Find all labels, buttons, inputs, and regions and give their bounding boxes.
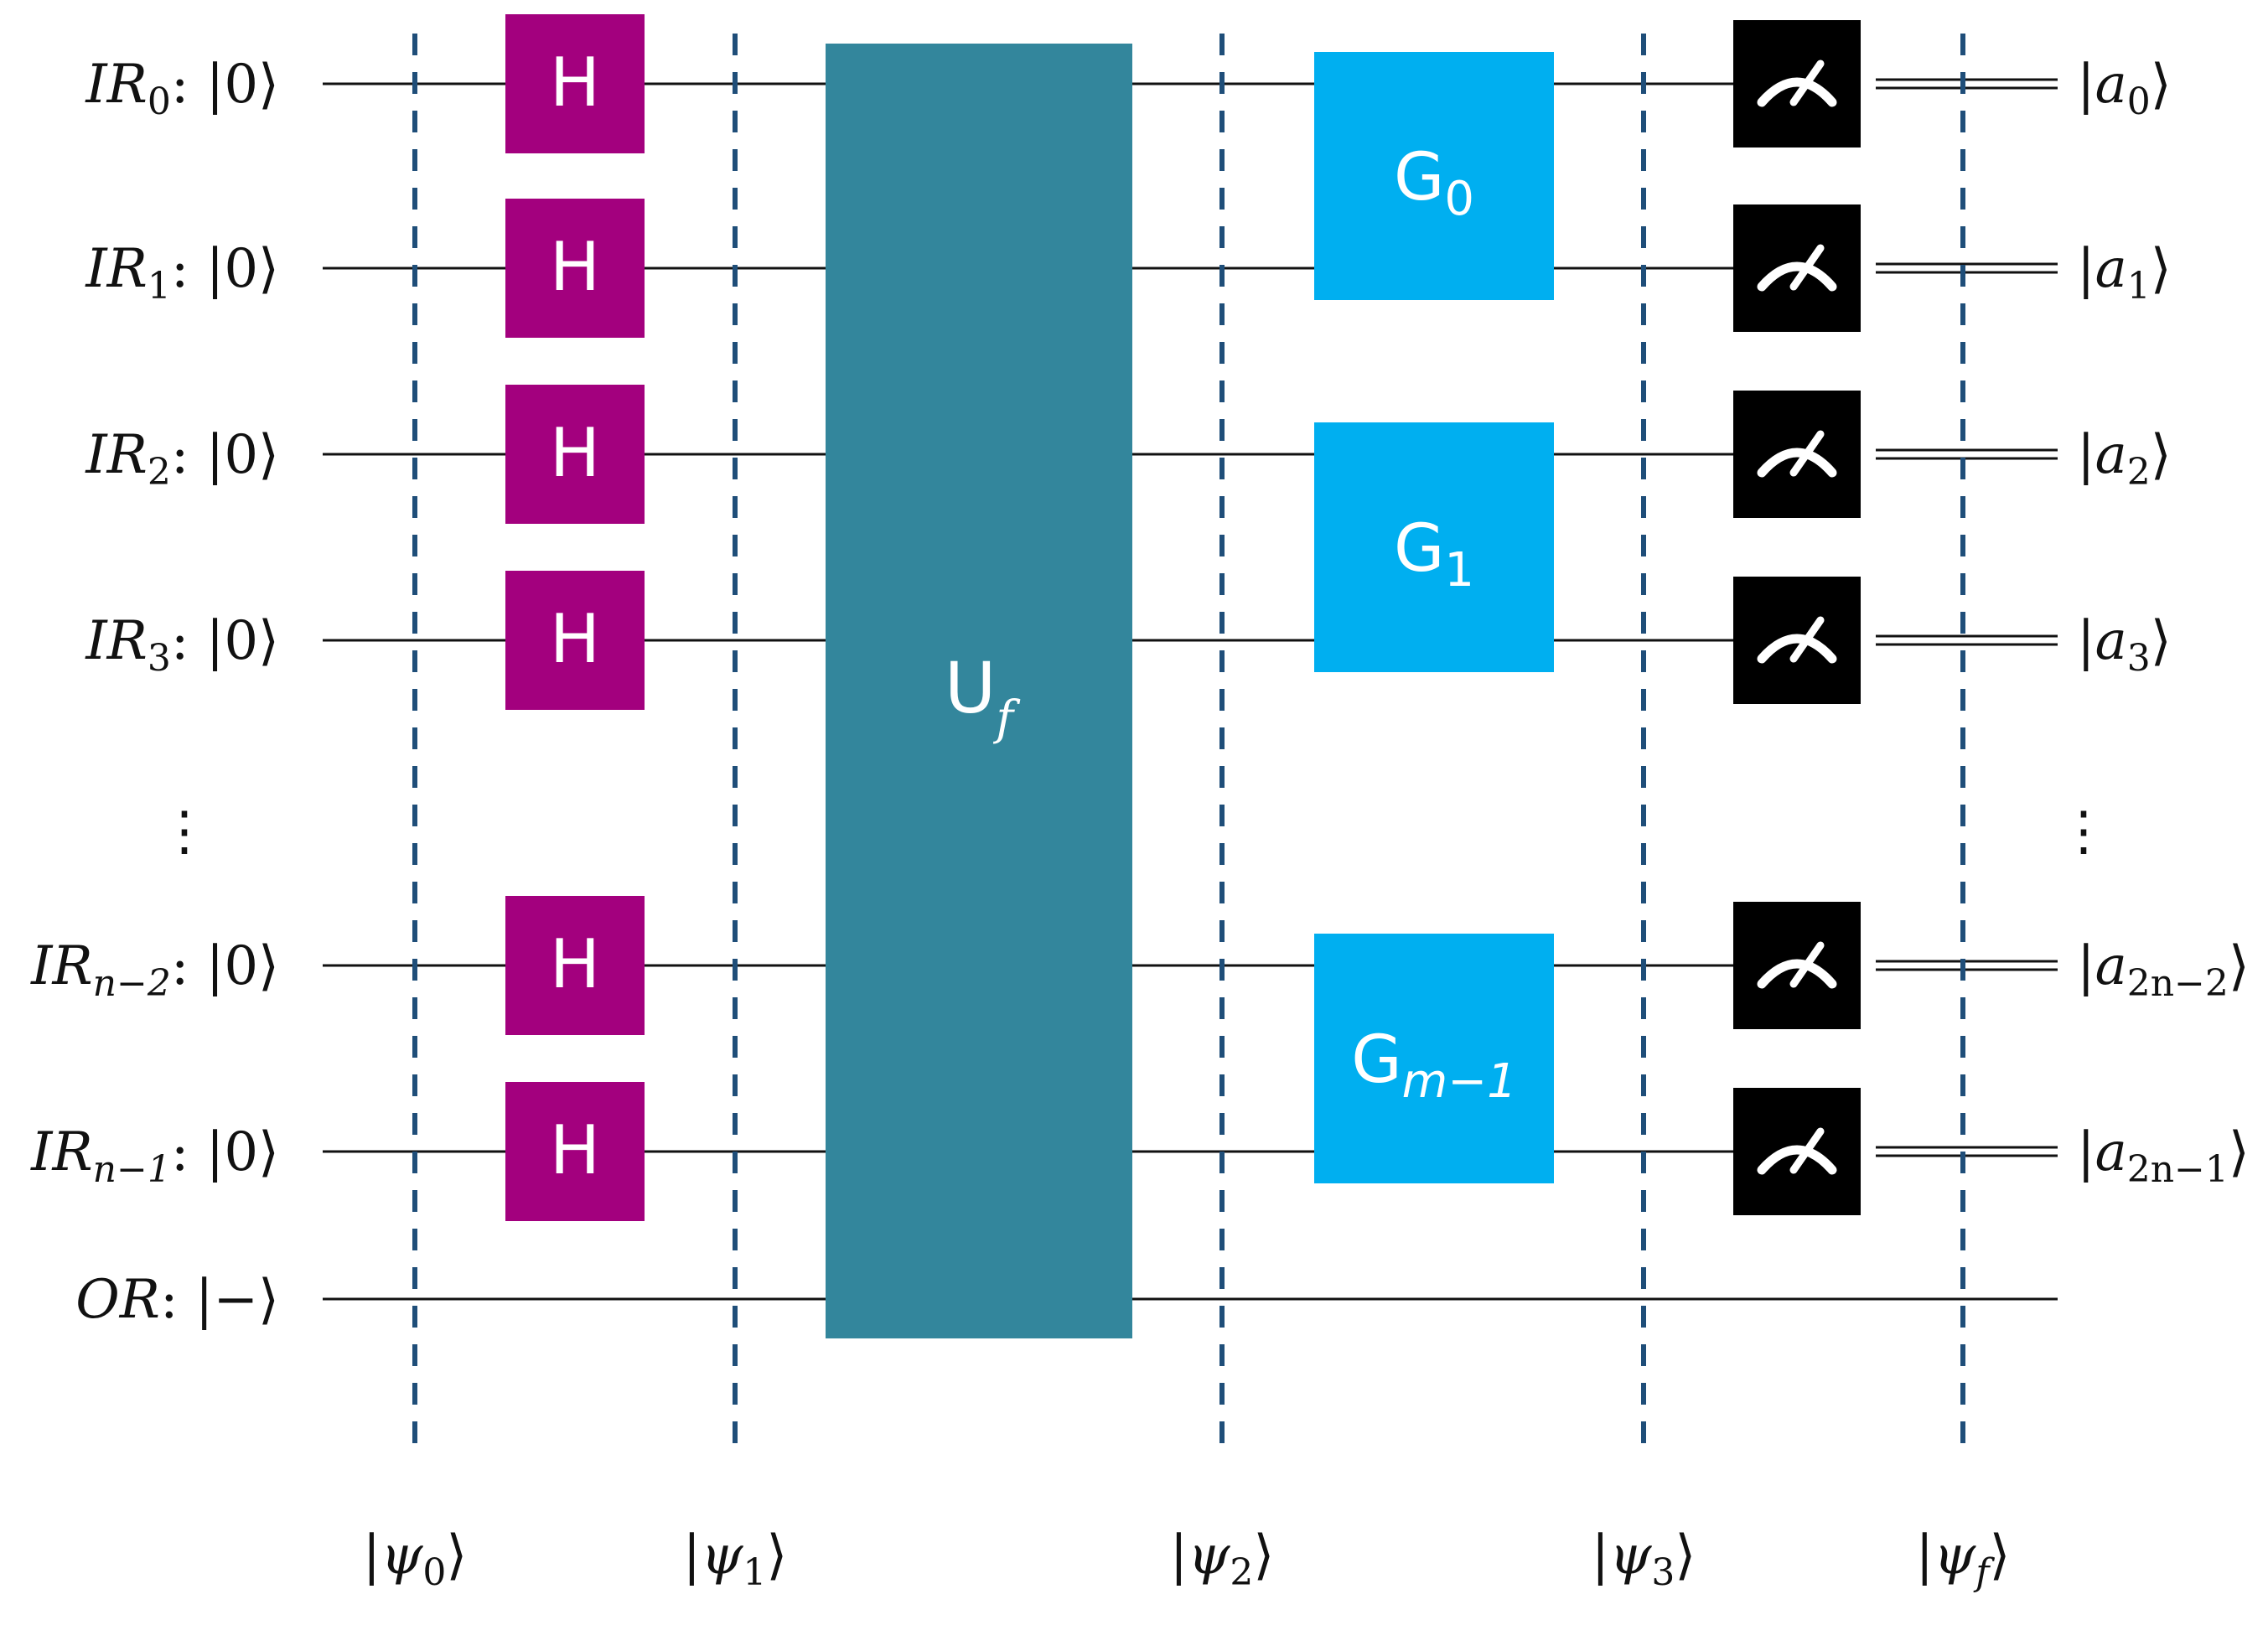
hadamard-gate-label: H: [550, 925, 600, 1003]
wire-input-label: IR3: |0⟩: [85, 610, 279, 680]
meter-icon: [1757, 1145, 1837, 1175]
measurement-gate: [1733, 20, 1861, 148]
barriers: [412, 34, 1965, 1443]
measurement-gate: [1733, 1088, 1861, 1215]
hadamard-gate-label: H: [550, 44, 600, 122]
hadamard-gate: [505, 199, 645, 338]
hadamard-gate: [505, 571, 645, 710]
barrier-state-label: |ψ2⟩: [1170, 1524, 1275, 1594]
meter-icon: [1757, 959, 1837, 989]
hadamard-gate-label: H: [550, 600, 600, 678]
measurement-gate: [1733, 577, 1861, 704]
measurement-gate: [1733, 391, 1861, 518]
meter-icon: [1757, 261, 1837, 292]
hadamard-gate: [505, 14, 645, 153]
meter-needle-icon: [1789, 244, 1825, 291]
oracle-gate: [826, 44, 1132, 1338]
grover-gate: [1314, 52, 1554, 300]
labels: IR0: |0⟩ IR1: |0⟩ IR2: |0⟩ IR3: |0⟩ IRn−2: |…: [30, 54, 2250, 1594]
hadamard-gate: [505, 1082, 645, 1221]
hadamard-gate-label: H: [550, 228, 600, 306]
barrier-state-label: |ψf⟩: [1915, 1524, 2010, 1594]
meter-icon: [1757, 448, 1837, 478]
meter-needle-icon: [1789, 941, 1825, 988]
output-ket-label: |a2n−1⟩: [2077, 1121, 2250, 1191]
output-ket-label: |a2n−2⟩: [2077, 935, 2250, 1005]
grover-gate-label: G1: [1394, 511, 1474, 598]
grover-gate-label: Gm−1: [1351, 1022, 1517, 1109]
output-ket-label: |a3⟩: [2077, 610, 2172, 680]
meter-needle-icon: [1789, 1127, 1825, 1174]
measurement-gate: [1733, 902, 1861, 1029]
grover-gate-label: G0: [1394, 140, 1474, 226]
wire-input-label: IR2: |0⟩: [85, 424, 279, 494]
output-ket-label: |a2⟩: [2077, 424, 2172, 494]
meter-icon: [1757, 77, 1837, 107]
hadamard-gate-label: H: [550, 414, 600, 492]
meter-needle-icon: [1789, 616, 1825, 663]
hadamard-gate: [505, 896, 645, 1035]
output-ket-label: |a1⟩: [2077, 238, 2172, 308]
wire-input-label: IR1: |0⟩: [85, 238, 279, 308]
output-ket-label: |a0⟩: [2077, 54, 2172, 123]
barrier-state-label: |ψ0⟩: [363, 1524, 468, 1594]
meter-needle-icon: [1789, 430, 1825, 477]
grover-gate: [1314, 934, 1554, 1183]
grover-gate: [1314, 422, 1554, 672]
vertical-ellipsis: ⋮: [2057, 800, 2110, 862]
meter-needle-icon: [1789, 60, 1825, 106]
wire-input-label: IRn−1: |0⟩: [30, 1121, 279, 1191]
wire-input-label: OR: |−⟩: [75, 1269, 279, 1331]
barrier-state-label: |ψ3⟩: [1592, 1524, 1696, 1594]
measurement-gate: [1733, 204, 1861, 332]
wire-input-label: IR0: |0⟩: [85, 54, 279, 123]
meter-icon: [1757, 634, 1837, 664]
hadamard-gate-label: H: [550, 1111, 600, 1189]
hadamard-gate: [505, 385, 645, 524]
vertical-ellipsis: ⋮: [158, 800, 211, 862]
wire-input-label: IRn−2: |0⟩: [30, 935, 279, 1005]
barrier-state-label: |ψ1⟩: [683, 1524, 788, 1594]
